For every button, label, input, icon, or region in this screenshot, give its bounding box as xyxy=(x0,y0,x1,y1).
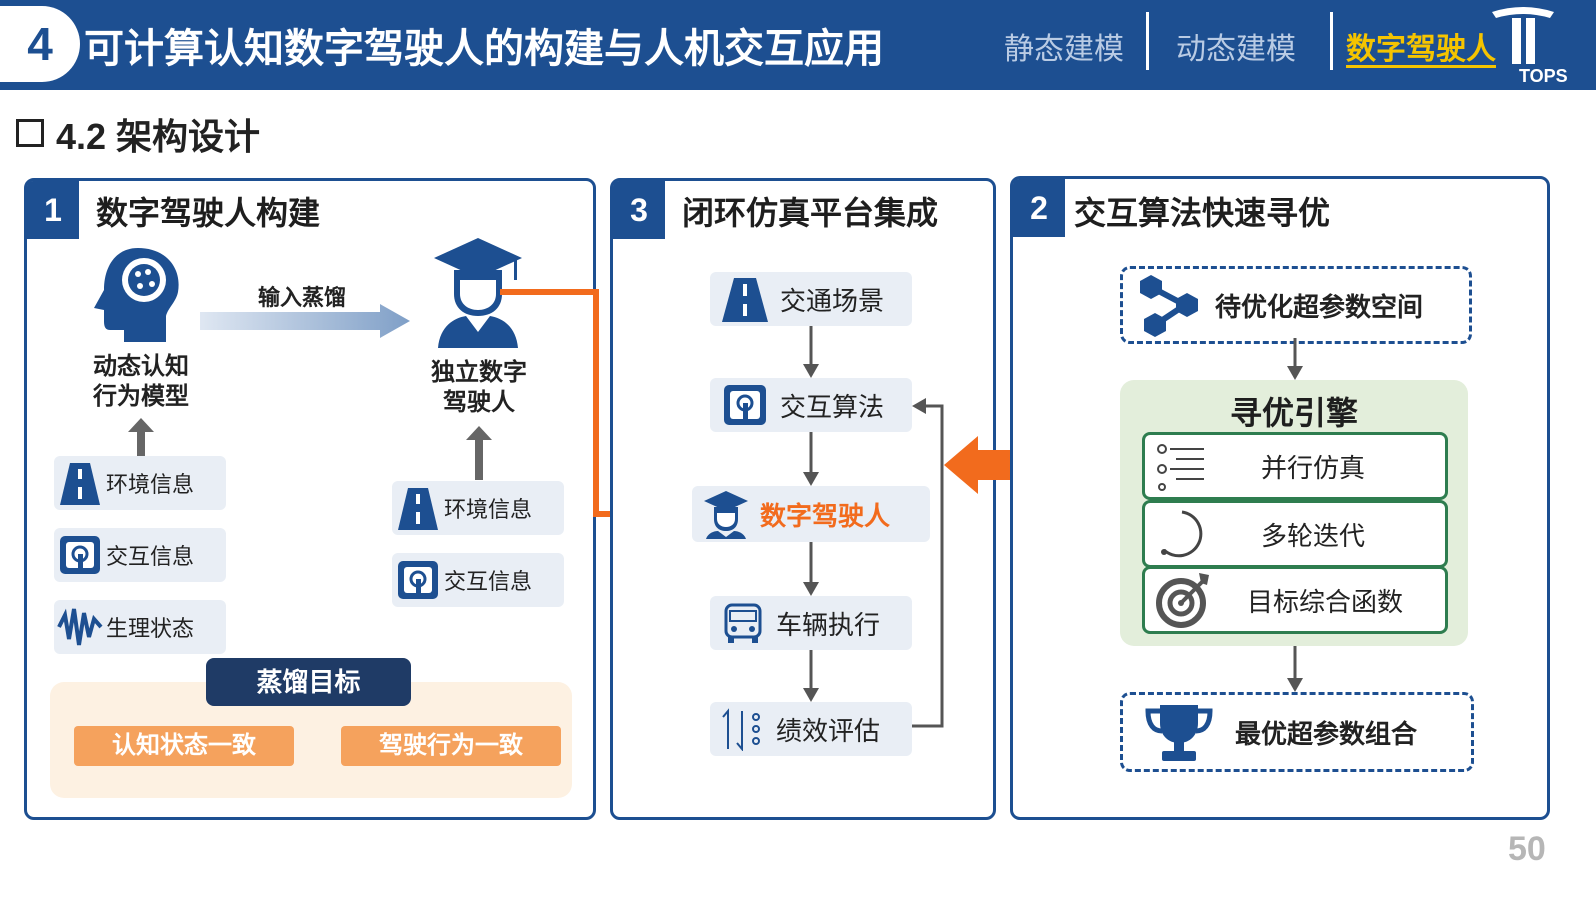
down-arrow-icon xyxy=(803,650,819,702)
input-chip-physiology: 生理状态 xyxy=(54,600,226,654)
nav-static-modeling[interactable]: 静态建模 xyxy=(1004,33,1124,66)
waveform-icon xyxy=(54,605,106,649)
flow-step-performance-evaluation: 绩效评估 xyxy=(710,702,912,756)
down-arrow-icon xyxy=(1287,646,1303,692)
page-title: 可计算认知数字驾驶人的构建与人机交互应用 xyxy=(84,27,884,71)
tops-logo-icon xyxy=(1492,7,1554,64)
nav-divider xyxy=(1146,12,1149,70)
optimal-params-box: 最优超参数组合 xyxy=(1120,692,1474,772)
molecule-network-icon xyxy=(1123,273,1215,337)
feedback-loop-arrow xyxy=(912,398,944,728)
nav-dynamic-modeling[interactable]: 动态建模 xyxy=(1176,33,1296,66)
sort-evaluation-icon xyxy=(710,707,776,751)
checkbox-icon xyxy=(16,119,44,147)
nav-digital-driver[interactable]: 数字驾驶人 xyxy=(1346,33,1496,66)
distill-arrow-icon xyxy=(200,304,410,338)
flow-step-interaction-algorithm: 交互算法 xyxy=(710,378,912,432)
orange-feedback-arrow xyxy=(944,436,1022,494)
list-icon xyxy=(1145,441,1219,491)
goal-behavior-consistency: 驾驶行为一致 xyxy=(341,726,561,766)
panel-build-number: 1 xyxy=(27,181,79,239)
engine-item-multi-iteration: 多轮迭代 xyxy=(1142,500,1448,568)
logo-text: TOPS xyxy=(1519,66,1568,86)
page-number: 50 xyxy=(1508,830,1546,868)
hyperparam-space-box: 待优化超参数空间 xyxy=(1120,266,1472,344)
distill-arrow-label: 输入蒸馏 xyxy=(258,285,347,310)
target-icon xyxy=(1145,571,1219,629)
road-icon xyxy=(710,276,780,322)
vehicle-icon xyxy=(710,601,776,645)
up-arrow-icon xyxy=(128,418,154,456)
distill-goal-title: 蒸馏目标 xyxy=(206,658,411,706)
brain-head-icon xyxy=(94,248,179,342)
flow-step-vehicle-execution: 车辆执行 xyxy=(710,596,912,650)
nav-divider xyxy=(1330,12,1333,70)
graduate-driver-icon xyxy=(692,489,760,539)
input-chip-interaction: 交互信息 xyxy=(54,528,226,582)
panel-optimize-title: 交互算法快速寻优 xyxy=(1074,195,1331,231)
touch-screen-icon xyxy=(392,558,444,602)
panel-build-title: 数字驾驶人构建 xyxy=(96,195,321,231)
search-engine-title: 寻优引擎 xyxy=(1229,395,1358,431)
input-chip-environment: 环境信息 xyxy=(54,456,226,510)
trophy-icon xyxy=(1123,701,1235,763)
section-subtitle: 4.2 架构设计 xyxy=(16,108,260,160)
touch-screen-icon xyxy=(710,383,780,427)
input-chip-environment: 环境信息 xyxy=(392,481,564,535)
down-arrow-icon xyxy=(1287,338,1303,380)
section-number: 4 xyxy=(0,6,80,82)
road-icon xyxy=(54,461,106,505)
flow-step-digital-driver: 数字驾驶人 xyxy=(692,486,930,542)
road-icon xyxy=(392,486,444,530)
cognitive-model-label: 动态认知 行为模型 xyxy=(93,353,189,410)
touch-screen-icon xyxy=(54,533,106,577)
engine-item-objective-function: 目标综合函数 xyxy=(1142,566,1448,634)
goal-cognitive-consistency: 认知状态一致 xyxy=(74,726,294,766)
down-arrow-icon xyxy=(803,542,819,596)
graduate-driver-icon xyxy=(434,238,522,348)
flow-step-traffic-scene: 交通场景 xyxy=(710,272,912,326)
panel-optimize-number: 2 xyxy=(1013,179,1065,237)
refresh-cycle-icon xyxy=(1145,506,1219,562)
input-chip-interaction: 交互信息 xyxy=(392,553,564,607)
down-arrow-icon xyxy=(803,432,819,486)
engine-item-parallel-sim: 并行仿真 xyxy=(1142,432,1448,500)
down-arrow-icon xyxy=(803,326,819,378)
panel-simulation-title: 闭环仿真平台集成 xyxy=(682,195,939,231)
independent-driver-label: 独立数字 驾驶人 xyxy=(431,359,527,416)
panel-simulation-number: 3 xyxy=(613,181,665,239)
up-arrow-icon xyxy=(466,426,492,480)
